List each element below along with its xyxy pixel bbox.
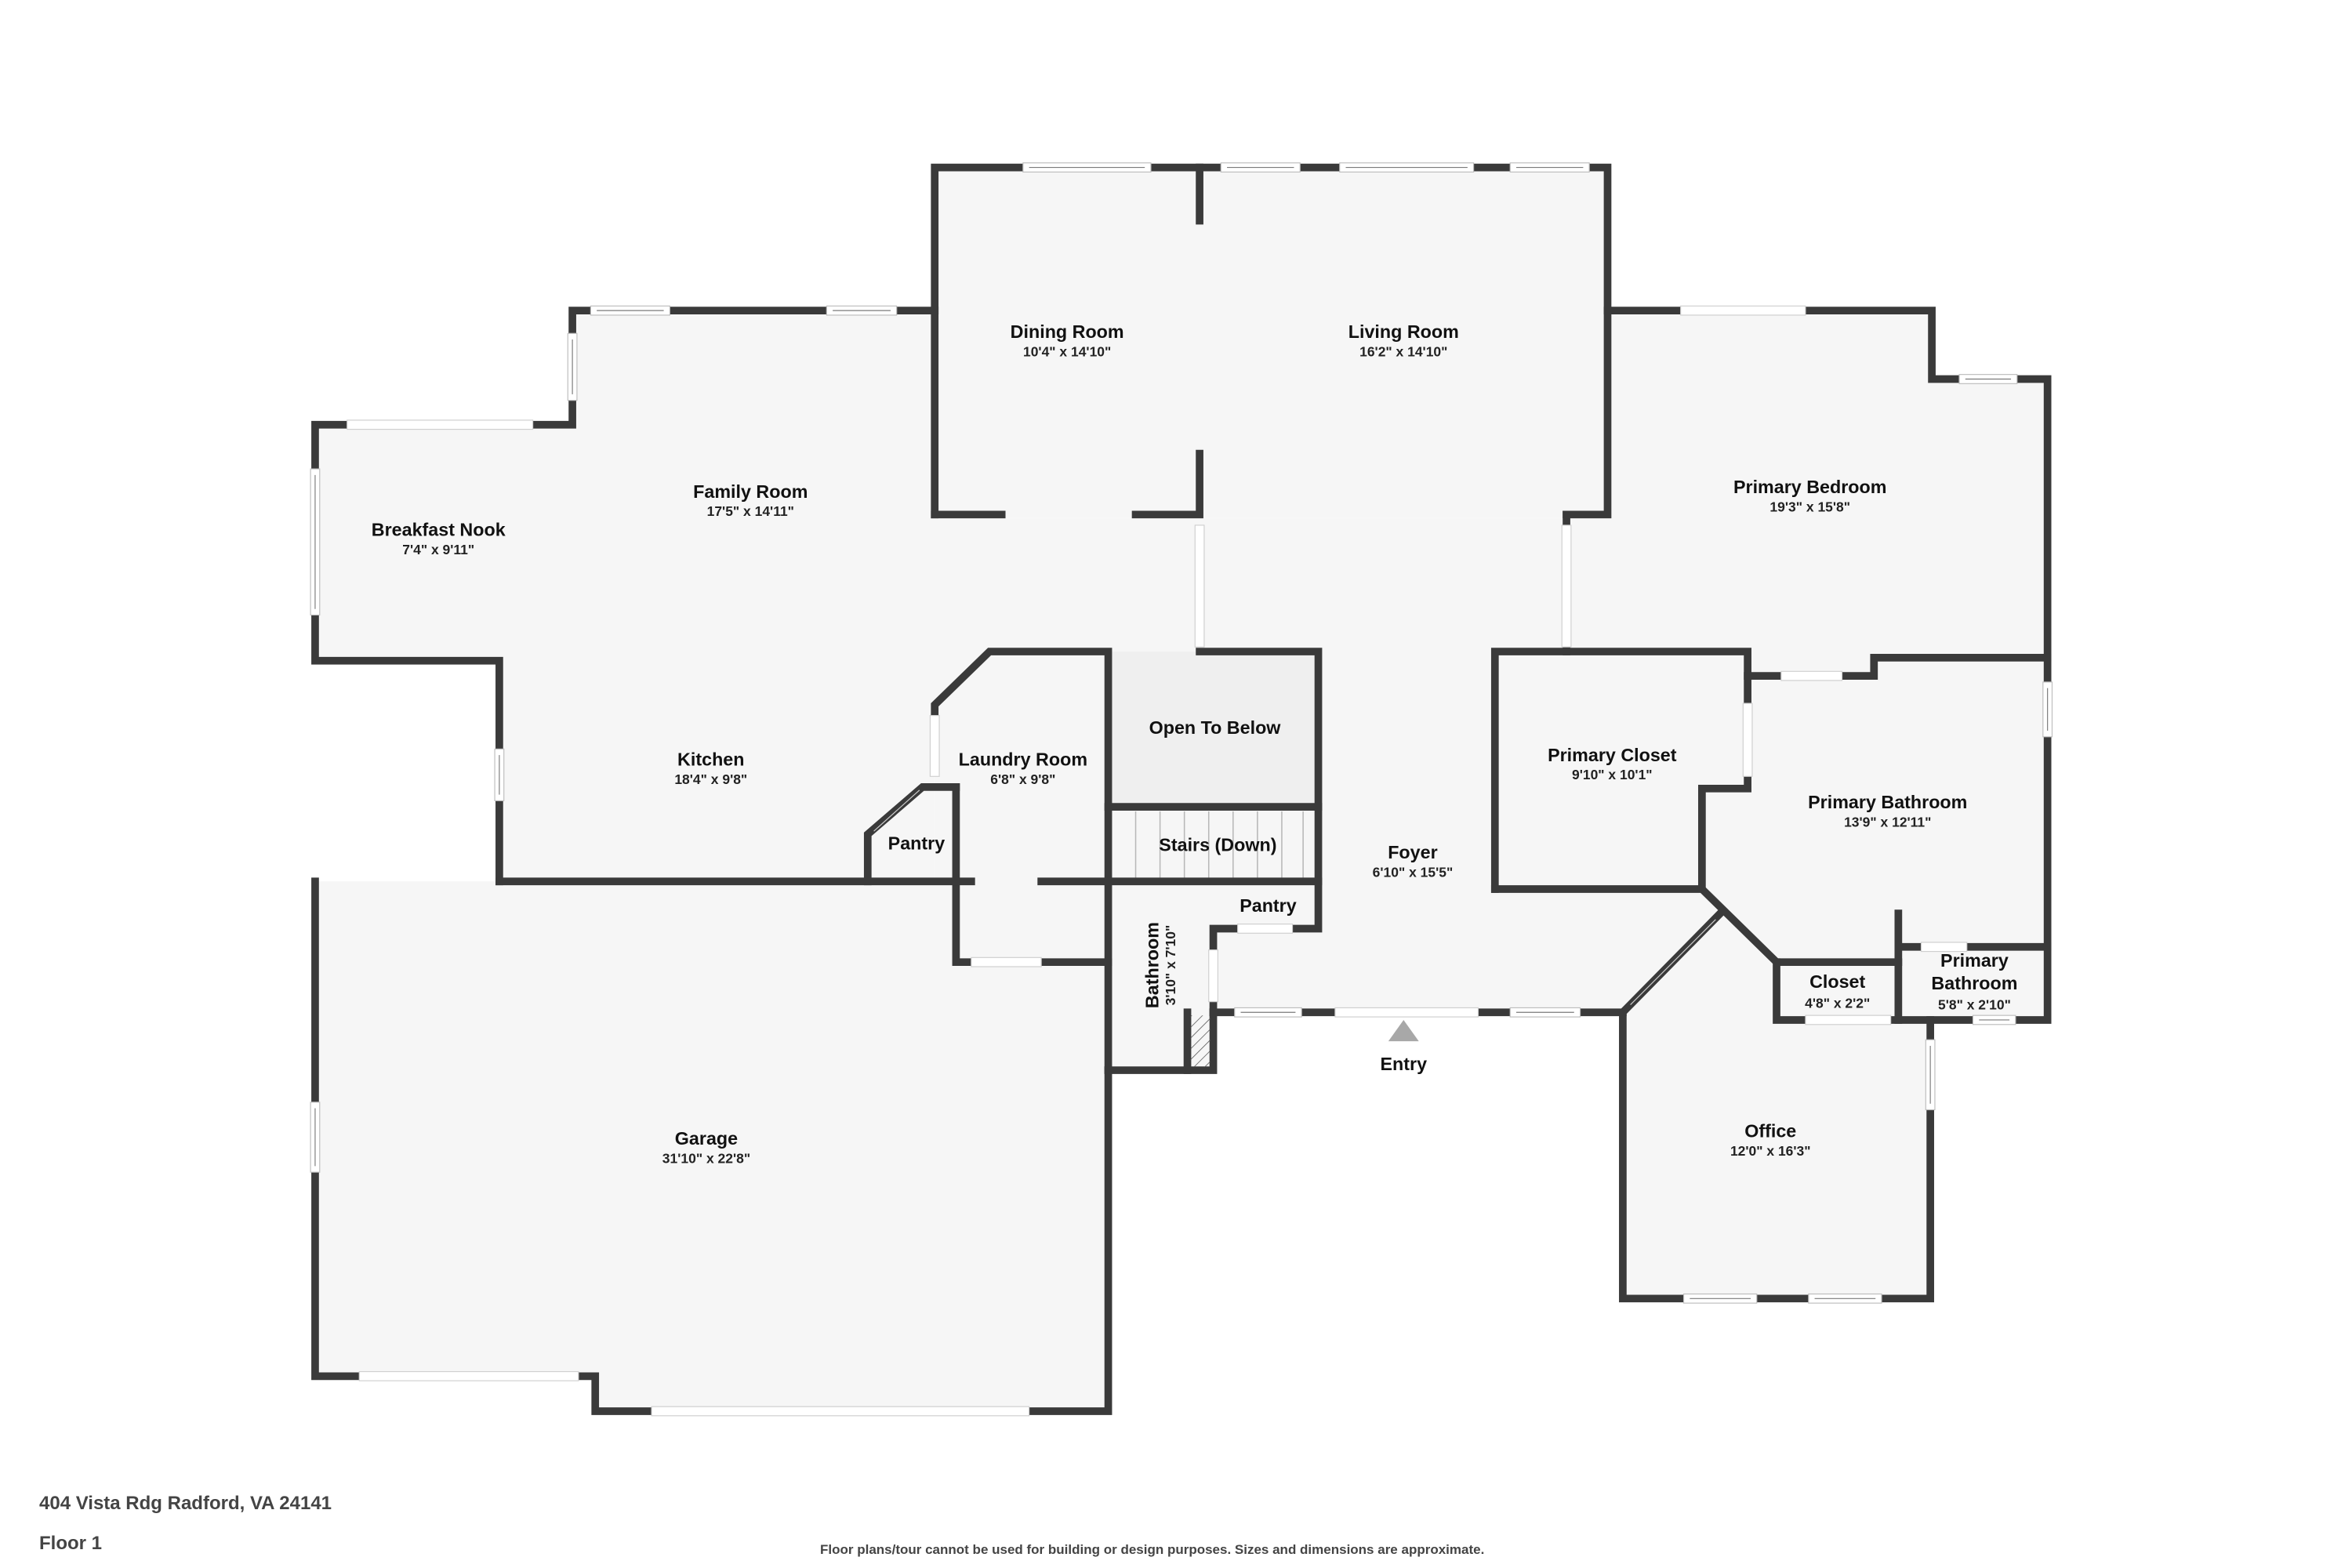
room-dims-garage: 31'10" x 22'8" xyxy=(662,1150,750,1166)
room-name-primary-closet: Primary Closet xyxy=(1548,745,1677,765)
room-name-primary-bedroom: Primary Bedroom xyxy=(1733,477,1887,497)
room-dims-foyer: 6'10" x 15'5" xyxy=(1373,864,1454,880)
room-dims-breakfast-nook: 7'4" x 9'11" xyxy=(402,542,474,557)
room-name-kitchen: Kitchen xyxy=(677,750,744,770)
room-dims-living: 16'2" x 14'10" xyxy=(1359,343,1447,359)
room-name-bathroom: Bathroom xyxy=(1142,922,1163,1008)
room-name-primary-bathroom-small-1: Primary xyxy=(1940,950,2009,971)
chase-hatch xyxy=(1190,1015,1210,1068)
floor-fills xyxy=(314,167,2048,1411)
floor-label: Floor 1 xyxy=(39,1533,103,1554)
disclaimer: Floor plans/tour cannot be used for buil… xyxy=(820,1542,1485,1557)
room-name-pantry-kitchen: Pantry xyxy=(888,833,946,853)
entry-arrow-icon xyxy=(1388,1019,1419,1042)
room-name-foyer: Foyer xyxy=(1388,842,1437,862)
room-name-pantry-foyer: Pantry xyxy=(1240,895,1297,916)
room-dims-family: 17'5" x 14'11" xyxy=(707,503,794,519)
room-name-breakfast-nook: Breakfast Nook xyxy=(372,519,506,539)
room-dims-laundry: 6'8" x 9'8" xyxy=(990,771,1055,787)
room-dims-office: 12'0" x 16'3" xyxy=(1730,1143,1811,1159)
room-name-family: Family Room xyxy=(693,481,808,502)
room-dims-primary-bathroom-small: 5'8" x 2'10" xyxy=(1938,996,2011,1012)
property-address: 404 Vista Rdg Radford, VA 24141 xyxy=(39,1493,332,1514)
room-name-living: Living Room xyxy=(1348,321,1459,342)
room-name-garage: Garage xyxy=(675,1128,738,1149)
room-dims-closet: 4'8" x 2'2" xyxy=(1805,995,1870,1011)
room-name-open-to-below: Open To Below xyxy=(1149,717,1282,738)
room-name-stairs: Stairs (Down) xyxy=(1159,834,1276,855)
room-name-laundry: Laundry Room xyxy=(959,750,1087,770)
room-name-primary-bathroom-small-2: Bathroom xyxy=(1931,973,2017,993)
room-dims-kitchen: 18'4" x 9'8" xyxy=(674,771,747,787)
room-dims-primary-bedroom: 19'3" x 15'8" xyxy=(1769,499,1850,514)
room-labels: Dining Room 10'4" x 14'10" Living Room 1… xyxy=(372,321,2018,1166)
room-name-primary-bathroom: Primary Bathroom xyxy=(1808,792,1967,812)
room-name-office: Office xyxy=(1744,1120,1796,1141)
room-dims-primary-closet: 9'10" x 10'1" xyxy=(1572,767,1653,782)
room-name-dining: Dining Room xyxy=(1011,321,1124,342)
room-dims-dining: 10'4" x 14'10" xyxy=(1023,343,1111,359)
stairs-treads xyxy=(1134,811,1304,880)
windows xyxy=(310,162,2053,1417)
room-dims-bathroom: 3'10" x 7'10" xyxy=(1163,925,1178,1006)
room-dims-primary-bathroom: 13'9" x 12'11" xyxy=(1844,814,1931,829)
entry-label: Entry xyxy=(1381,1054,1428,1074)
room-name-closet: Closet xyxy=(1809,971,1865,992)
